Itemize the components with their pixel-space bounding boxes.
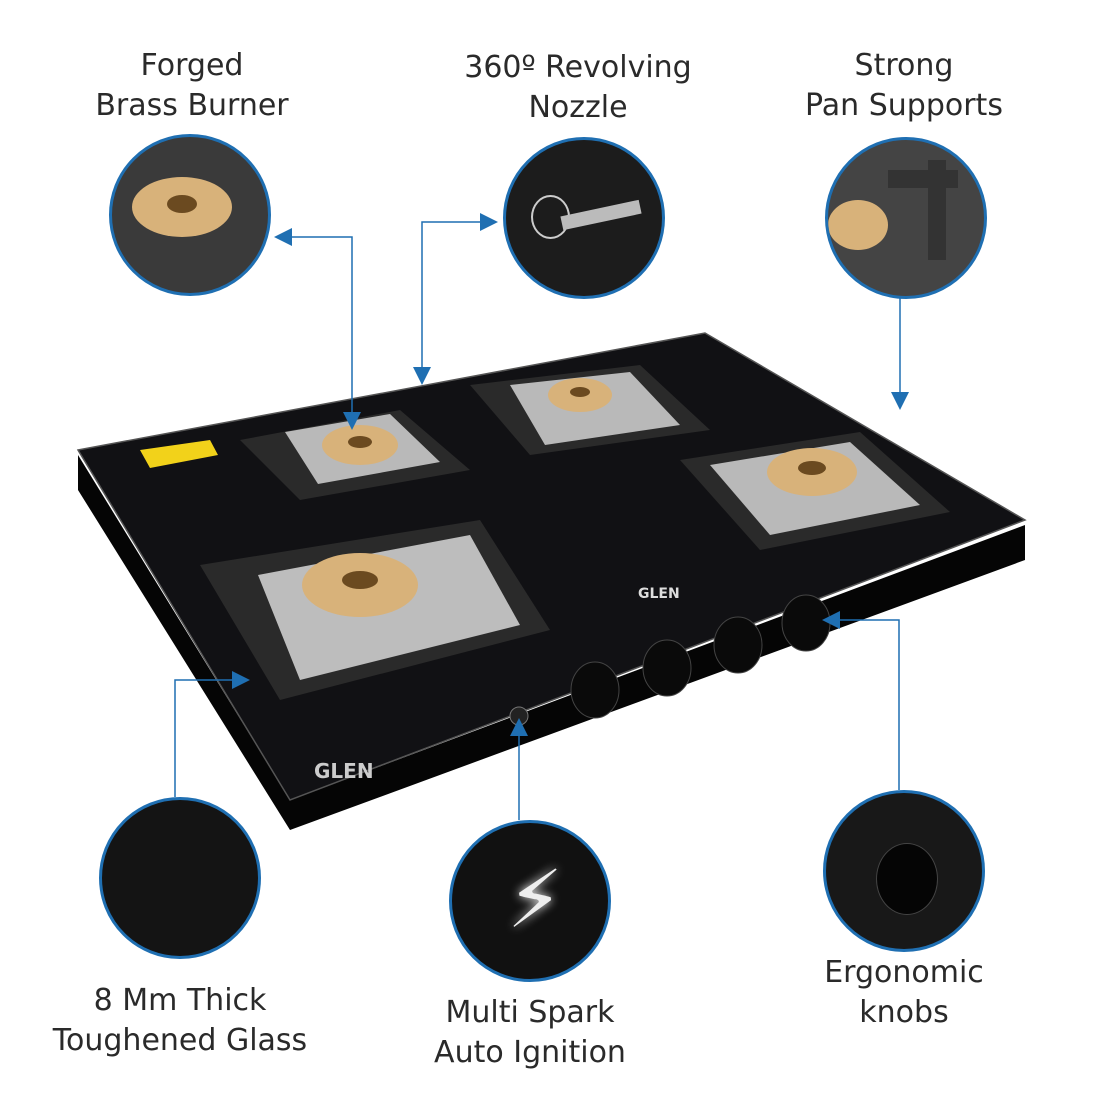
label-line: Strong [854,48,954,83]
label-line: Nozzle [528,90,628,125]
label-line: Toughened Glass [52,1023,308,1058]
label-line: Brass Burner [95,88,289,123]
nozzle-detail-circle [503,137,665,299]
label-line: 360º Revolving [464,50,692,85]
label-line: Ergonomic [824,955,984,990]
feature-label-pan-supports: Strong Pan Supports [744,46,1064,126]
label-line: knobs [859,995,949,1030]
burner-back-left [240,410,470,500]
ignition-detail-circle: ⚡ [449,820,611,982]
label-line: 8 Mm Thick [93,983,267,1018]
brand-logo-top: GLEN [638,586,680,602]
feature-label-nozzle: 360º Revolving Nozzle [418,48,738,128]
lightning-icon: ⚡ [507,853,564,946]
brand-logo-front: GLEN [314,759,374,783]
label-line: Auto Ignition [434,1035,626,1070]
burner-right [680,432,950,550]
label-line: Multi Spark [445,995,615,1030]
label-line: Pan Supports [805,88,1003,123]
label-line: Forged [140,48,244,83]
glass-detail-circle [99,797,261,959]
burner-front-left [200,520,550,700]
burner-back-right [470,365,710,455]
feature-label-knobs: Ergonomic knobs [744,953,1064,1033]
feature-label-glass: 8 Mm Thick Toughened Glass [20,981,340,1061]
control-knobs [570,594,831,719]
knob-detail-circle [823,790,985,952]
feature-label-ignition: Multi Spark Auto Ignition [370,993,690,1073]
arrowheads [232,213,909,736]
pan-support-detail-circle [825,137,987,299]
burner-detail-circle [109,134,271,296]
warranty-sticker [140,440,218,468]
feature-label-burner: Forged Brass Burner [32,46,352,126]
callout-arrows [174,221,901,820]
